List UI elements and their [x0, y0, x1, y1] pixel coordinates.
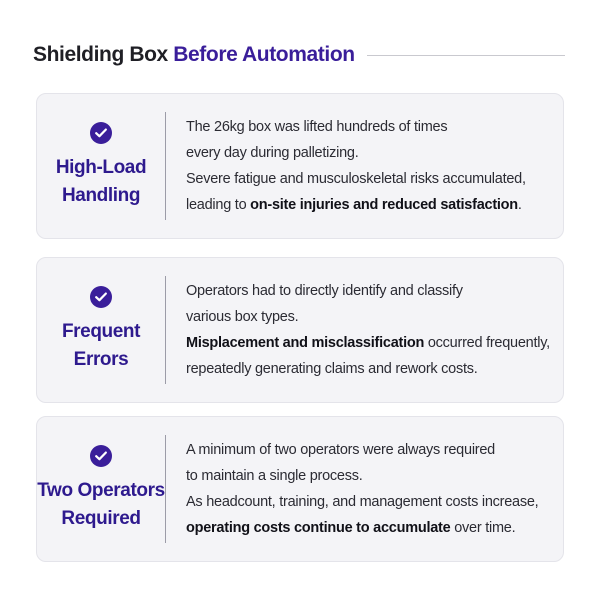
- card-divider: [165, 112, 166, 220]
- text-line: Operators had to directly identify and c…: [186, 283, 463, 299]
- text-line: As headcount, training, and management c…: [186, 494, 539, 510]
- card-heading: Two Operators Required: [37, 417, 165, 561]
- card-heading: Frequent Errors: [37, 258, 165, 402]
- text-line: repeatedly generating claims and rework …: [186, 361, 478, 377]
- card-title: High-Load Handling: [55, 157, 147, 206]
- text-line: Severe fatigue and musculoskeletal risks…: [186, 171, 526, 187]
- card-frequent-errors: Frequent Errors Operators had to directl…: [36, 257, 564, 403]
- title-main: Shielding Box: [33, 43, 168, 66]
- card-divider: [165, 435, 166, 543]
- card-high-load-handling: High-Load Handling The 26kg box was lift…: [36, 93, 564, 239]
- text-line: Misplacement and misclassification occur…: [186, 330, 558, 356]
- check-circle-icon: [90, 286, 112, 308]
- emphasis-text: operating costs continue to accumulate: [186, 520, 451, 536]
- text-line: every day during palletizing.: [186, 145, 359, 161]
- card-description: A minimum of two operators were always r…: [186, 417, 558, 561]
- text-line: leading to on-site injuries and reduced …: [186, 192, 558, 218]
- page-title: Shielding Box Before Automation: [33, 43, 355, 67]
- card-two-operators-required: Two Operators Required A minimum of two …: [36, 416, 564, 562]
- text-segment: occurred frequently,: [424, 335, 550, 351]
- text-segment: leading to: [186, 197, 251, 213]
- text-line: to maintain a single process.: [186, 468, 363, 484]
- text-line: various box types.: [186, 309, 299, 325]
- text-segment: .: [517, 197, 522, 213]
- check-circle-icon: [90, 445, 112, 467]
- text-segment: over time.: [450, 520, 516, 536]
- header-rule: [366, 54, 565, 56]
- emphasis-text: on-site injuries and reduced satisfactio…: [250, 197, 518, 213]
- card-divider: [165, 276, 166, 384]
- card-title: Frequent Errors: [61, 321, 141, 370]
- card-heading: High-Load Handling: [37, 94, 165, 238]
- check-circle-icon: [90, 122, 112, 144]
- text-line: The 26kg box was lifted hundreds of time…: [186, 119, 448, 135]
- text-line: operating costs continue to accumulate o…: [186, 515, 558, 541]
- card-description: Operators had to directly identify and c…: [186, 258, 558, 402]
- emphasis-text: Misplacement and misclassification: [186, 335, 425, 351]
- card-description: The 26kg box was lifted hundreds of time…: [186, 94, 558, 238]
- card-title: Two Operators Required: [37, 480, 165, 529]
- text-line: A minimum of two operators were always r…: [186, 442, 495, 458]
- section-header: Shielding Box Before Automation: [33, 40, 565, 70]
- title-accent: Before Automation: [173, 43, 355, 66]
